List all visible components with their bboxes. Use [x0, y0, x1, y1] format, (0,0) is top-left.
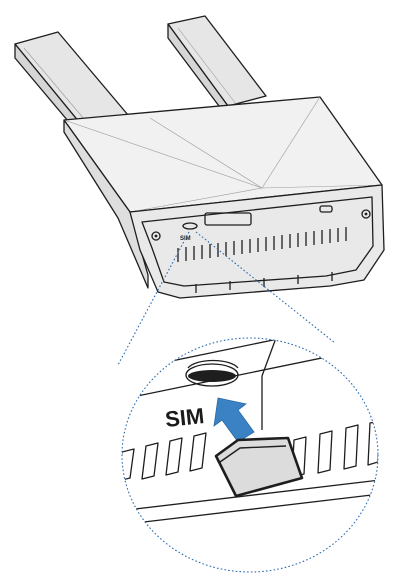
device-body: SIM	[63, 96, 385, 299]
magnifier-callout: SIM	[121, 337, 379, 573]
sim-label: SIM	[164, 403, 206, 432]
front-vents	[177, 227, 347, 262]
mounting-legs	[14, 15, 267, 141]
insert-arrow-icon	[213, 397, 255, 443]
grille-slots	[122, 420, 378, 527]
sim-slot	[185, 359, 239, 387]
left-mounting-leg	[14, 31, 129, 141]
screws	[151, 209, 371, 241]
bottom-ribs	[195, 272, 333, 293]
callout-connectors	[117, 231, 336, 366]
device-front-panel	[129, 184, 385, 299]
sim-card	[214, 436, 304, 498]
top-surface-facets	[63, 96, 383, 213]
